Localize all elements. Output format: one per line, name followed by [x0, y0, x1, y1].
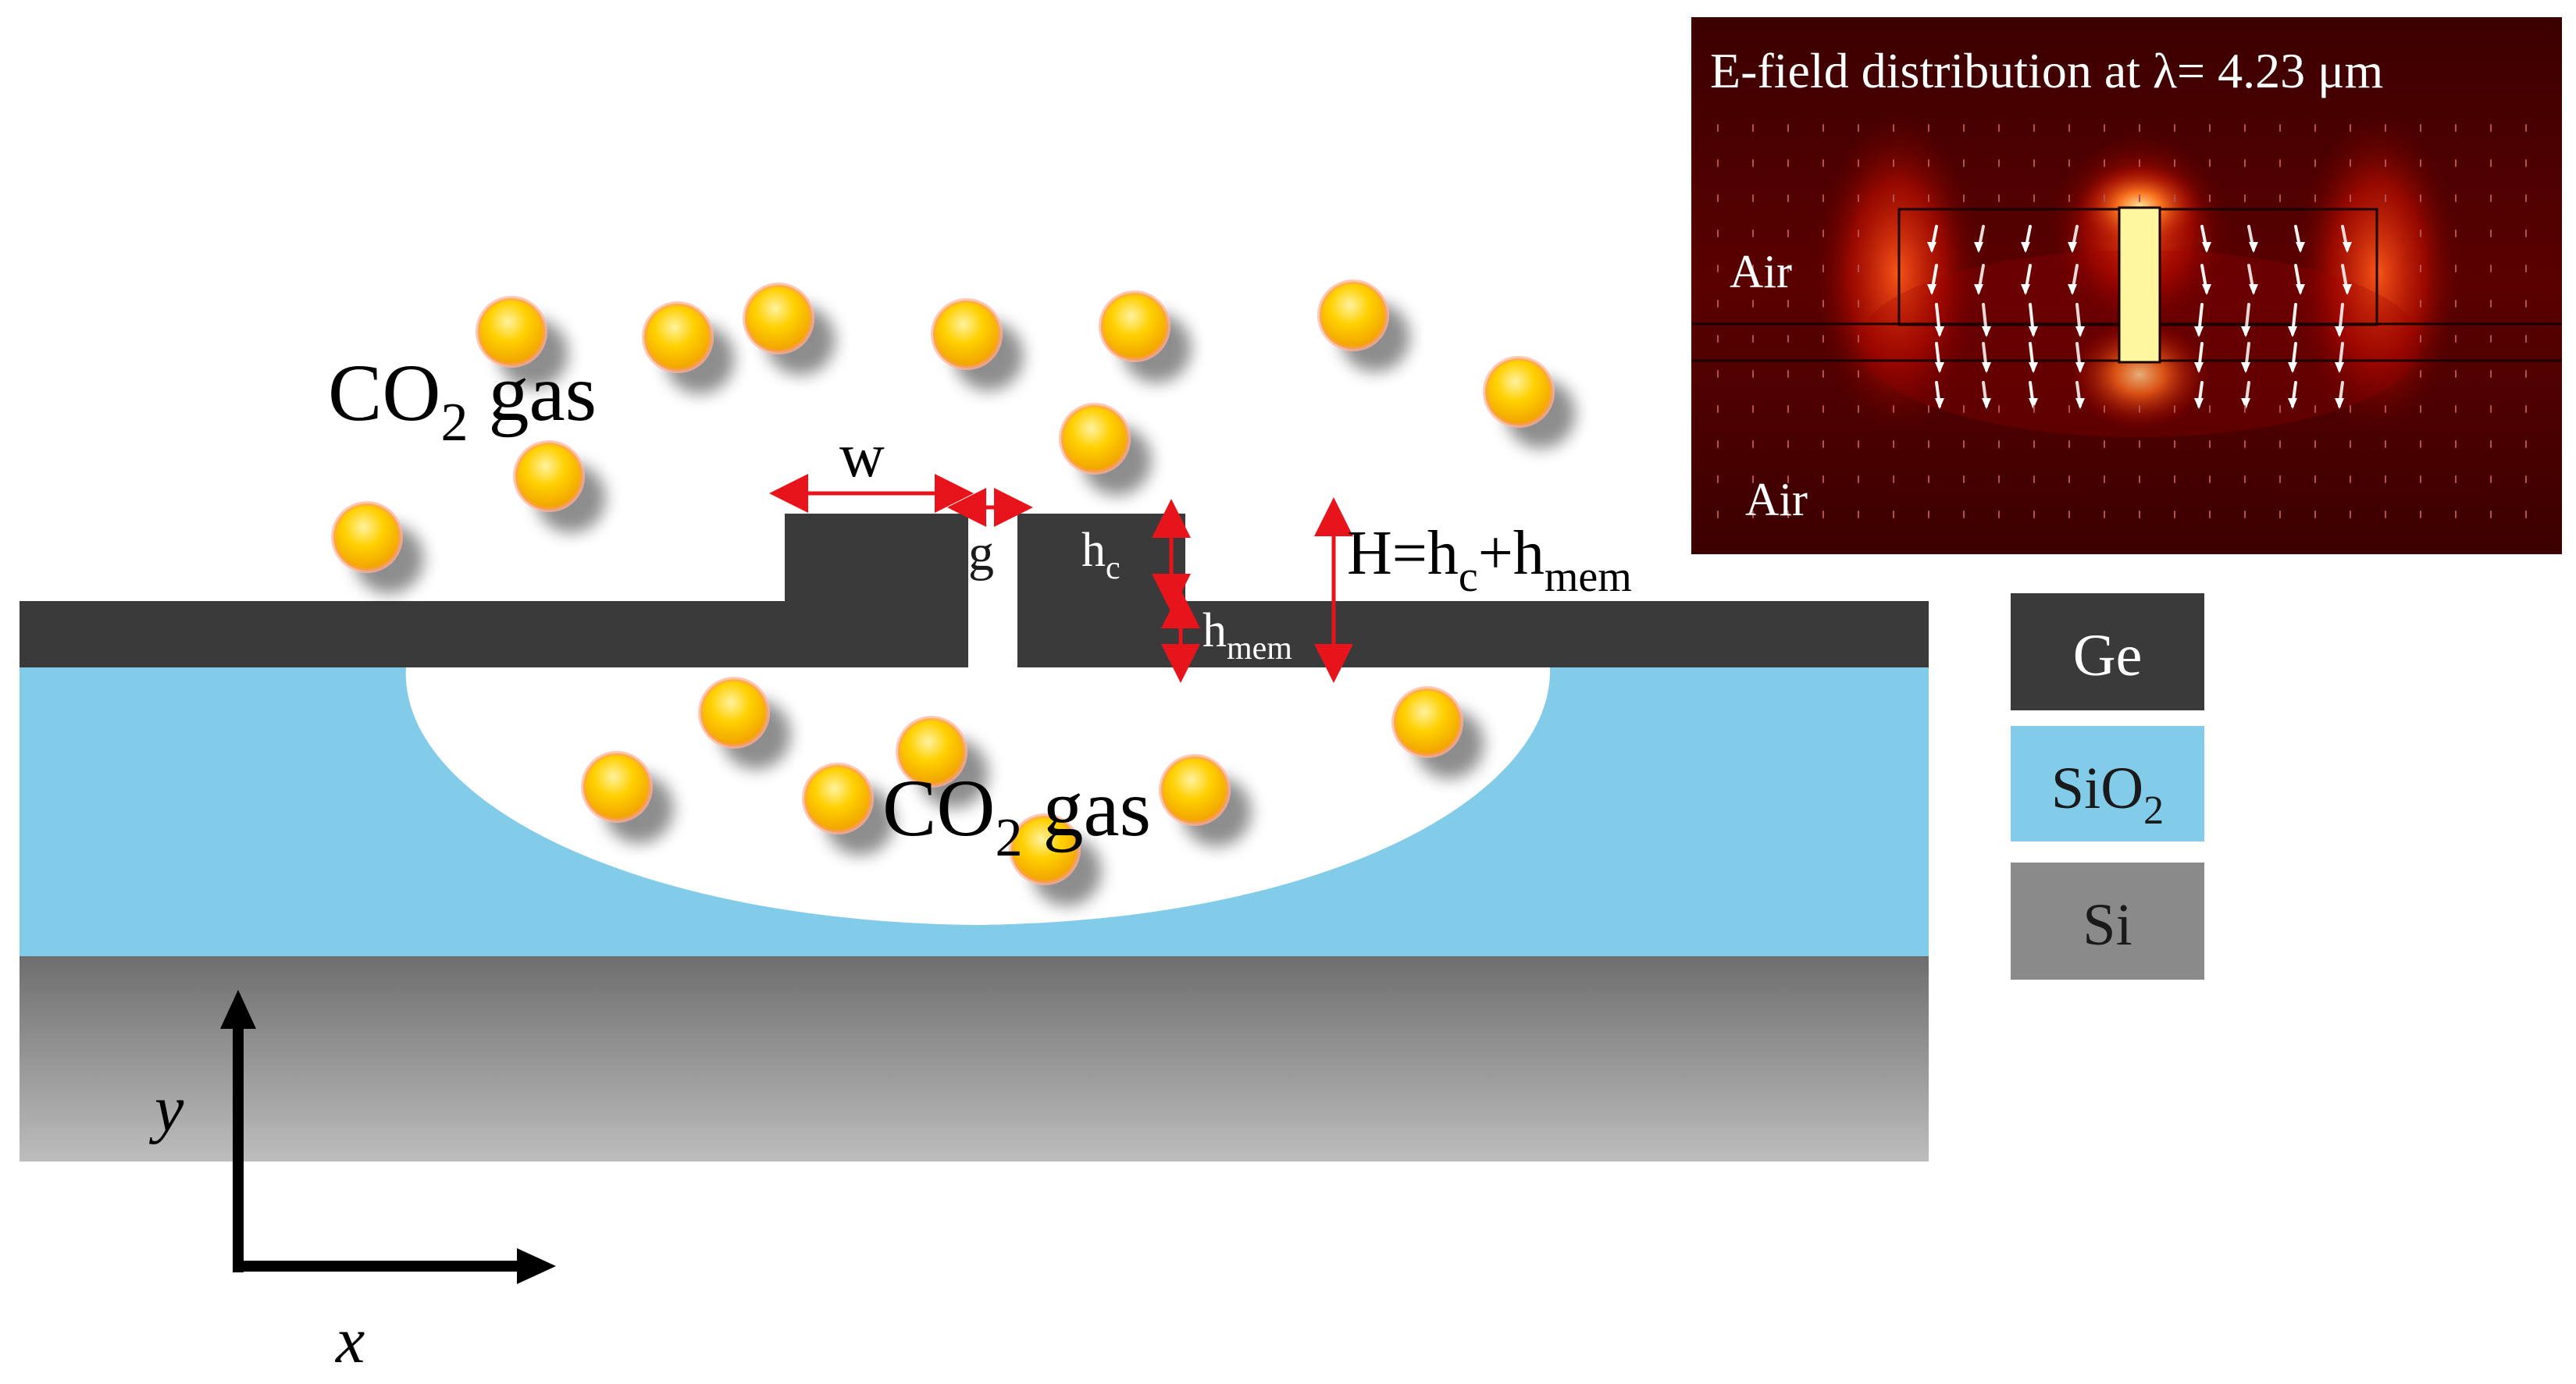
field-vector-head: [2021, 284, 2030, 295]
field-vector-head: [1982, 326, 1991, 337]
co2-molecules: [331, 279, 1555, 885]
field-vector-head: [1982, 398, 1991, 409]
field-vector-head: [2194, 362, 2204, 373]
co2-molecule: [642, 301, 714, 373]
field-vector-head: [2335, 326, 2344, 337]
field-vector-head: [2343, 284, 2352, 295]
material-legend: Ge SiO2 Si: [2011, 593, 2204, 980]
field-vector-head: [1935, 398, 1944, 409]
field-vector-head: [2296, 284, 2305, 295]
co2-molecule: [743, 283, 814, 354]
legend-label-si: Si: [2083, 892, 2132, 958]
field-vector-head: [2075, 398, 2085, 409]
hc-label: hc: [1081, 524, 1121, 586]
field-vector-head: [2241, 398, 2250, 409]
field-vector-head: [2288, 362, 2297, 373]
field-vector-head: [2068, 242, 2077, 253]
efield-inset: E-field distribution at λ= 4.23 μm Air A…: [1691, 17, 2562, 554]
legend-swatch-sio2: [2011, 726, 2204, 841]
field-vector-head: [1974, 284, 1983, 295]
axis-y-label: y: [148, 1073, 184, 1145]
field-vector-head: [2194, 398, 2204, 409]
field-vector-head: [2029, 398, 2038, 409]
field-vector-head: [2249, 284, 2258, 295]
gap-label: g: [968, 525, 994, 582]
field-vector-head: [1927, 284, 1936, 295]
co2-gas-label-bottom: CO2 gas: [882, 763, 1151, 868]
inset-label-air-top: Air: [1730, 246, 1792, 297]
co2-molecule: [896, 716, 967, 788]
field-vector-head: [2288, 326, 2297, 337]
field-vector-head: [1935, 326, 1944, 337]
co2-molecule: [1317, 279, 1389, 351]
co2-molecule: [1009, 813, 1081, 885]
co2-molecule: [581, 751, 653, 823]
field-vector-head: [2288, 398, 2297, 409]
co2-molecule: [931, 298, 1003, 370]
field-vector-head: [1927, 242, 1936, 253]
field-vector-head: [2021, 242, 2030, 253]
field-vector-head: [2335, 362, 2344, 373]
field-vector-head: [2029, 326, 2038, 337]
field-vector-head: [2343, 242, 2352, 253]
field-vector-head: [2241, 326, 2250, 337]
co2-molecule: [1099, 290, 1170, 362]
co2-molecule: [1391, 686, 1463, 758]
field-vector-head: [2202, 284, 2211, 295]
field-vector-head: [2075, 362, 2085, 373]
axis-x-label: x: [334, 1304, 365, 1377]
field-vector-head: [1974, 242, 1983, 253]
si-substrate: [20, 956, 1929, 1162]
total-height-label: H=hc+hmem: [1347, 519, 1632, 601]
hmem-label: hmem: [1202, 604, 1292, 667]
field-vector-head: [2249, 242, 2258, 253]
co2-molecule: [802, 763, 874, 834]
field-vector-head: [1935, 362, 1944, 373]
co2-molecule: [513, 440, 585, 512]
gap-hotspot: [2118, 206, 2161, 364]
inset-title: E-field distribution at λ= 4.23 μm: [1710, 43, 2383, 98]
field-vector-head: [2075, 326, 2085, 337]
co2-molecule: [1159, 754, 1231, 826]
co2-gas-label-top: CO2 gas: [328, 348, 597, 453]
legend-swatch-si: [2011, 863, 2204, 980]
co2-molecule: [698, 677, 770, 749]
field-vector-head: [2335, 398, 2344, 409]
field-vector-head: [2296, 242, 2305, 253]
dimension-arrows: [769, 474, 1353, 683]
co2-molecule: [1059, 403, 1131, 475]
co2-molecule: [1483, 356, 1555, 428]
field-vector-head: [2029, 362, 2038, 373]
coordinate-axes: y x: [148, 990, 556, 1377]
co2-molecule: [476, 296, 547, 368]
legend-label-sio2: SiO2: [2051, 756, 2164, 833]
co2-molecule: [331, 501, 403, 573]
legend-label-ge: Ge: [2073, 623, 2143, 688]
field-vector-head: [1982, 362, 1991, 373]
field-vector-arrows: [1717, 124, 2527, 518]
field-vector-head: [2241, 362, 2250, 373]
width-label: w: [839, 422, 885, 490]
field-vector-head: [2068, 284, 2077, 295]
inset-label-air-bottom: Air: [1745, 474, 1808, 525]
air-cavity: [405, 667, 1551, 925]
field-vector-head: [2194, 326, 2204, 337]
field-vector-head: [2202, 242, 2211, 253]
legend-swatch-ge: [2011, 593, 2204, 710]
